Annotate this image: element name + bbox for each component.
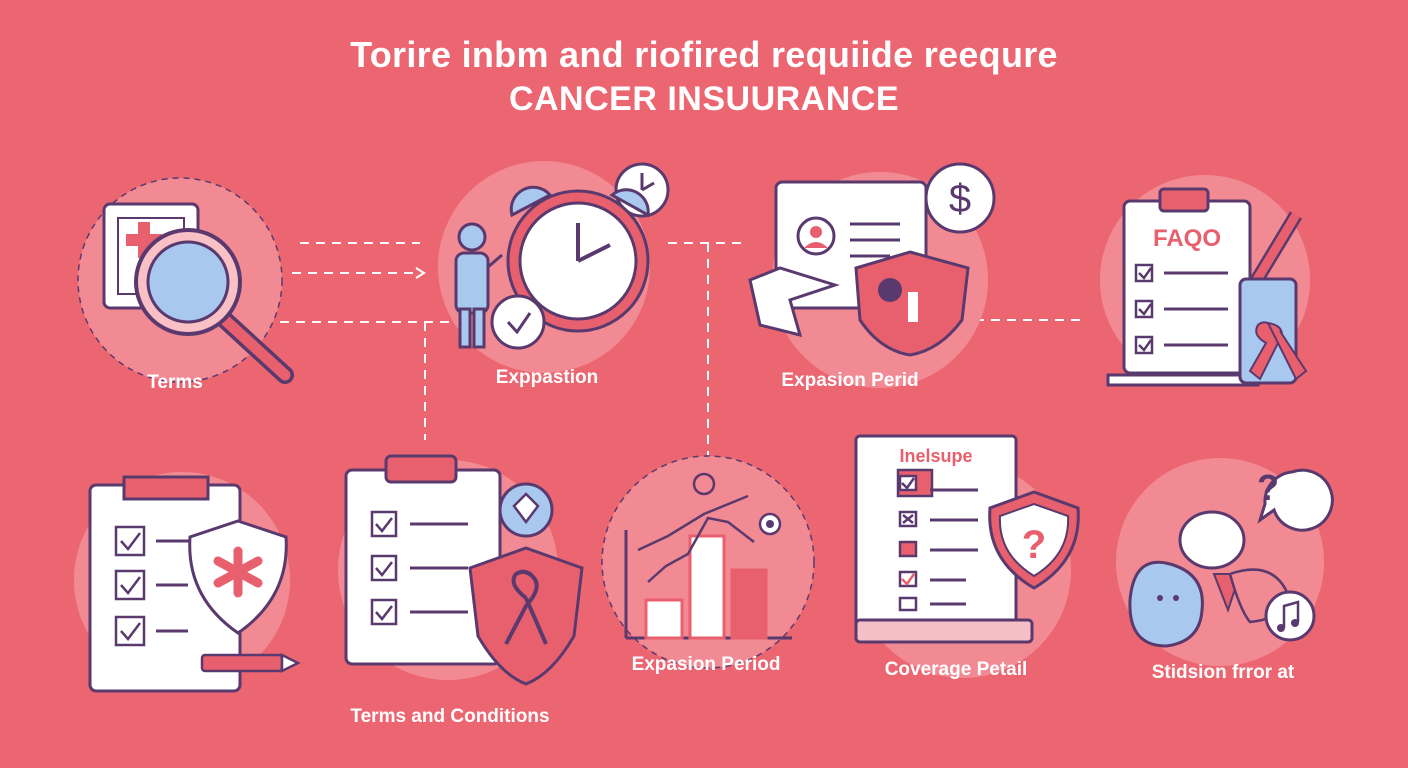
node-terms-conditions: Terms and Conditions xyxy=(320,448,600,733)
coverage-card-title: Inelsupe xyxy=(899,446,973,466)
page-subtitle: CANCER INSUURANCE xyxy=(508,80,900,118)
node-label-stidsion: Stidsion frror at xyxy=(1151,662,1295,683)
checklist-shield-icon xyxy=(74,472,301,693)
faq-clipboard-icon xyxy=(1100,175,1310,387)
node-label-expasion-period-top: Expasion Perid xyxy=(781,370,919,391)
node-checklist-shield xyxy=(68,465,318,700)
question-shield-document-icon: ? xyxy=(854,434,1080,678)
svg-text:?: ? xyxy=(1022,523,1046,567)
node-label-expasion-period-bottom: Expasion Period xyxy=(631,654,781,675)
faq-card-title: FAQO xyxy=(1152,225,1221,252)
node-label-coverage-petail: Coverage Petail xyxy=(884,659,1028,680)
bar-chart-icon xyxy=(601,455,815,669)
alarm-clock-icon xyxy=(438,161,670,373)
node-expasion-period-bottom: Expasion Period xyxy=(598,450,818,685)
node-label-expaption: Exppastion xyxy=(495,367,599,388)
magnifier-clipboard-icon xyxy=(77,177,294,384)
node-expaption: Exppastion xyxy=(432,155,672,395)
svg-text:?: ? xyxy=(1257,467,1279,508)
svg-text:$: $ xyxy=(949,177,971,221)
question-bubble-icon: ? xyxy=(1116,458,1334,666)
node-faq: FAQO xyxy=(1090,175,1330,400)
node-terms: Terms xyxy=(60,170,300,400)
page-title: Torire inbm and riofired requiide reequr… xyxy=(350,34,1058,75)
node-expasion-period-top: $ Expasion Perid xyxy=(740,160,1030,400)
shield-card-icon: $ xyxy=(748,162,996,388)
node-label-terms: Terms xyxy=(147,372,203,393)
ribbon-shield-checklist-icon xyxy=(338,454,584,686)
node-stidsion: ? Stidsion frror at xyxy=(1110,450,1334,685)
node-label-terms-conditions: Terms and Conditions xyxy=(350,706,550,727)
node-coverage-petail: ? Inelsupe Coverage Petail xyxy=(838,430,1088,685)
